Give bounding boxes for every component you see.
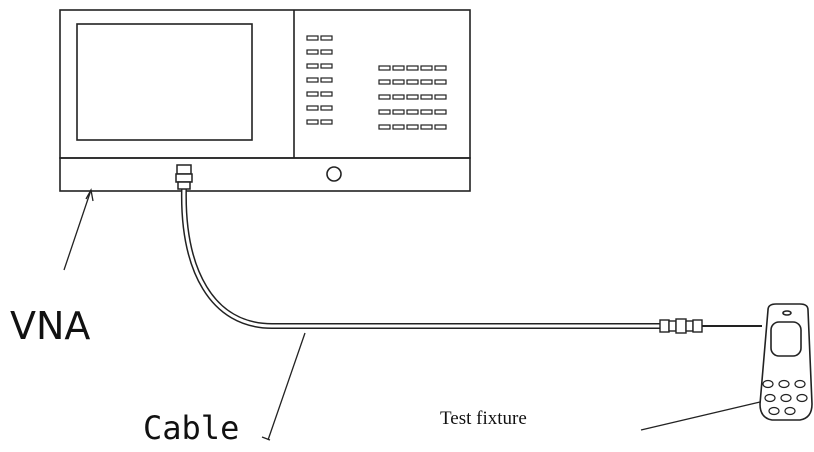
cable-connector-fixture: [659, 318, 703, 334]
phone-key: [762, 379, 774, 389]
phone-screen: [770, 321, 802, 357]
vna-button: [306, 119, 319, 125]
vna-key: [406, 65, 419, 71]
vna-key: [420, 94, 433, 100]
vna-screen: [76, 23, 253, 141]
cable-label: Cable: [143, 409, 240, 447]
phone-key: [764, 393, 776, 403]
vna-key: [434, 79, 447, 85]
vna-button: [306, 77, 319, 83]
phone-key: [768, 406, 780, 416]
vna-button: [306, 49, 319, 55]
vna-key: [420, 124, 433, 130]
phone-key: [780, 393, 792, 403]
vna-key: [392, 124, 405, 130]
vna-button: [320, 119, 333, 125]
vna-button: [306, 105, 319, 111]
vna-key: [378, 109, 391, 115]
vna-key: [420, 65, 433, 71]
vna-knob: [326, 166, 342, 182]
phone-speaker: [782, 310, 792, 316]
vna-button: [320, 49, 333, 55]
phone-key: [778, 379, 790, 389]
vna-button: [306, 91, 319, 97]
vna-key: [434, 124, 447, 130]
vna-key: [392, 65, 405, 71]
cable-connector-vna: [175, 164, 193, 190]
vna-key: [392, 109, 405, 115]
vna-button-column: [306, 35, 333, 125]
vna-key: [406, 94, 419, 100]
vna-key: [434, 65, 447, 71]
vna-key: [378, 79, 391, 85]
vna-key: [406, 109, 419, 115]
vna-button: [306, 35, 319, 41]
test-fixture-phone: [759, 303, 813, 421]
vna-key: [420, 109, 433, 115]
phone-key: [794, 379, 806, 389]
phone-keypad: [762, 379, 808, 416]
vna-key: [420, 79, 433, 85]
cable-leader-tick: [261, 436, 271, 441]
vna-button: [306, 63, 319, 69]
vna-instrument: [59, 9, 471, 192]
fixture-leader: [640, 401, 761, 431]
vna-key: [378, 94, 391, 100]
vna-base: [59, 157, 471, 192]
cable-assembly: [175, 164, 762, 334]
vna-key: [434, 109, 447, 115]
vna-key: [392, 79, 405, 85]
vna-keypad: [378, 65, 447, 130]
cable-leader: [267, 332, 306, 441]
cable-line-inner: [182, 187, 665, 328]
vna-button: [320, 91, 333, 97]
vna-label: VNA: [10, 304, 91, 348]
vna-key: [378, 124, 391, 130]
vna-key: [406, 124, 419, 130]
vna-key: [392, 94, 405, 100]
vna-key: [406, 79, 419, 85]
vna-leader: [63, 189, 92, 271]
vna-button: [320, 77, 333, 83]
vna-leader-arrow: [85, 188, 94, 202]
vna-key: [434, 94, 447, 100]
cable-line: [180, 187, 665, 329]
test-fixture-label: Test fixture: [440, 408, 527, 429]
vna-button: [320, 105, 333, 111]
leader-lines: [63, 188, 761, 441]
phone-key: [796, 393, 808, 403]
vna-key: [378, 65, 391, 71]
phone-key: [784, 406, 796, 416]
vna-button: [320, 63, 333, 69]
vna-button: [320, 35, 333, 41]
